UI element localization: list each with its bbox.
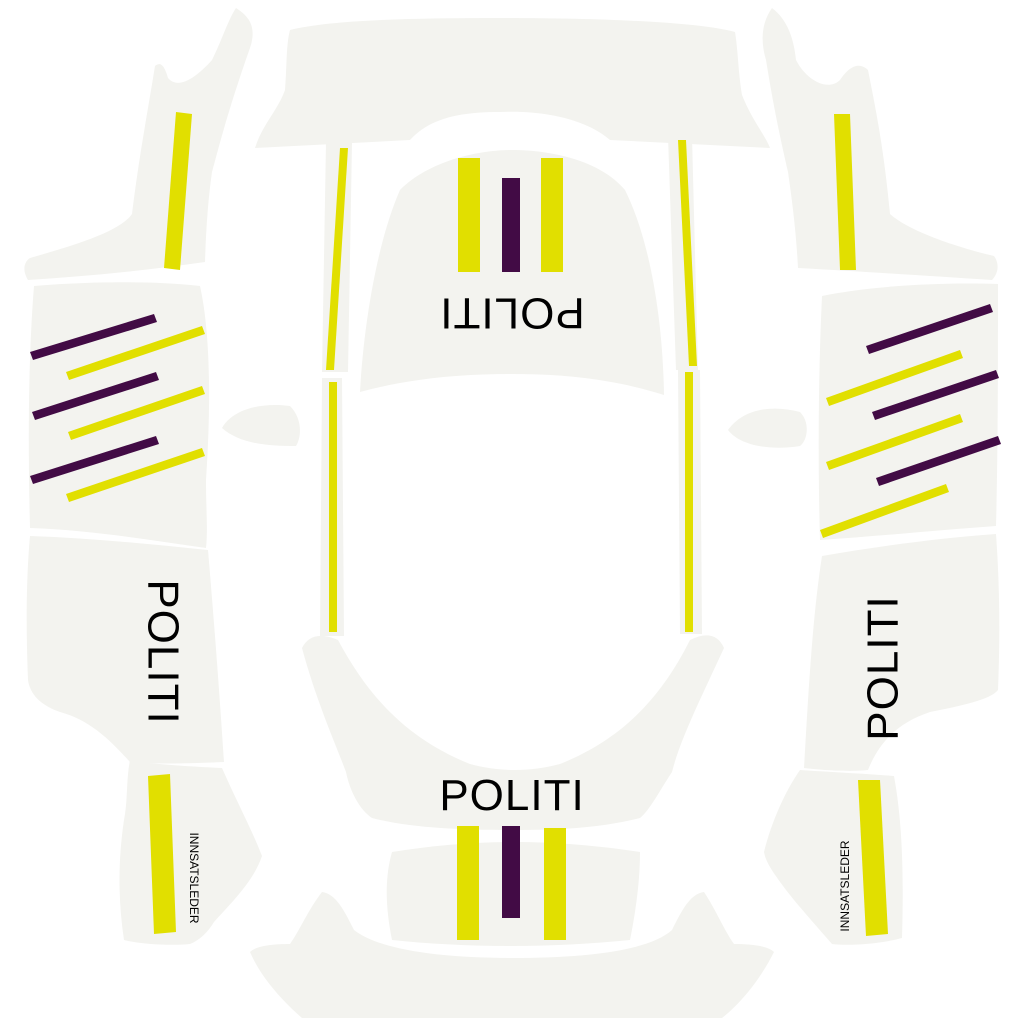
- left-front-door: [28, 282, 210, 548]
- rear-politi-label: POLITI: [439, 771, 584, 820]
- hood-politi-label: POLITI: [439, 288, 584, 337]
- right-rear-door: POLITI: [804, 534, 1000, 771]
- rear-lid-panel: [386, 826, 640, 946]
- right-rear-fender: INNSATSLEDER: [764, 770, 903, 945]
- rear-bumper: [250, 892, 774, 1018]
- hood-yellow-stripe-left: [458, 158, 480, 272]
- left-pillar-strip: [320, 142, 352, 636]
- trunk-panel: POLITI: [302, 635, 724, 830]
- left-front-fender: [24, 8, 253, 280]
- right-fender-innsatsleder-label: INNSATSLEDER: [838, 840, 852, 931]
- rear-yellow-stripe-right: [544, 828, 566, 940]
- left-side-politi-label: POLITI: [138, 579, 187, 724]
- hood-panel: POLITI: [360, 150, 664, 395]
- left-rear-fender: INNSATSLEDER: [119, 760, 262, 945]
- right-front-fender: [762, 8, 998, 280]
- hood-yellow-stripe-right: [541, 158, 563, 272]
- right-front-door: [818, 283, 1001, 540]
- roof-panel: [255, 18, 770, 148]
- rear-yellow-stripe-left: [457, 826, 479, 940]
- hood-purple-stripe: [502, 178, 520, 272]
- right-mirror: [728, 408, 807, 448]
- left-fender-innsatsleder-label: INNSATSLEDER: [187, 832, 201, 923]
- right-side-politi-label: POLITI: [859, 595, 908, 740]
- left-mirror: [222, 404, 300, 446]
- rear-purple-stripe: [502, 826, 520, 918]
- right-pillar-strip: [668, 136, 702, 634]
- left-rear-door: POLITI: [26, 536, 224, 764]
